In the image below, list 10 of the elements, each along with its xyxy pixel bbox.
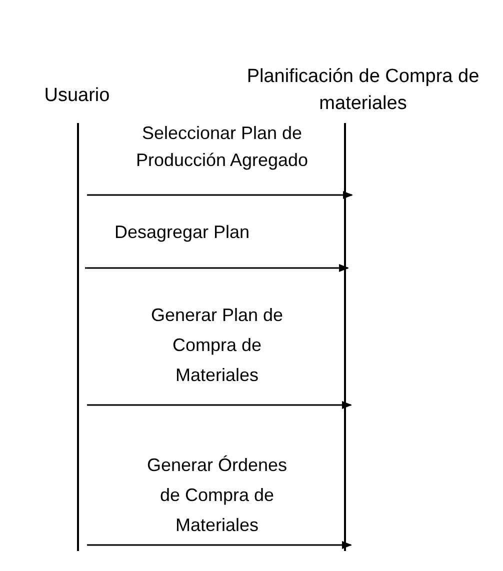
edge-label: Generar Plan de Compra de Materiales (150, 304, 284, 387)
participant-label: Planificación de Compra de materiales (246, 65, 480, 116)
arrow (87, 541, 352, 549)
arrow (87, 401, 352, 409)
arrow (87, 191, 353, 199)
edge-label: Desagregar Plan (113, 221, 251, 244)
arrow (85, 264, 349, 272)
participant-label: Usuario (43, 84, 111, 108)
edge-label: Seleccionar Plan de Producción Agregado (134, 122, 310, 172)
edge-label: Generar Órdenes de Compra de Materiales (146, 454, 288, 537)
